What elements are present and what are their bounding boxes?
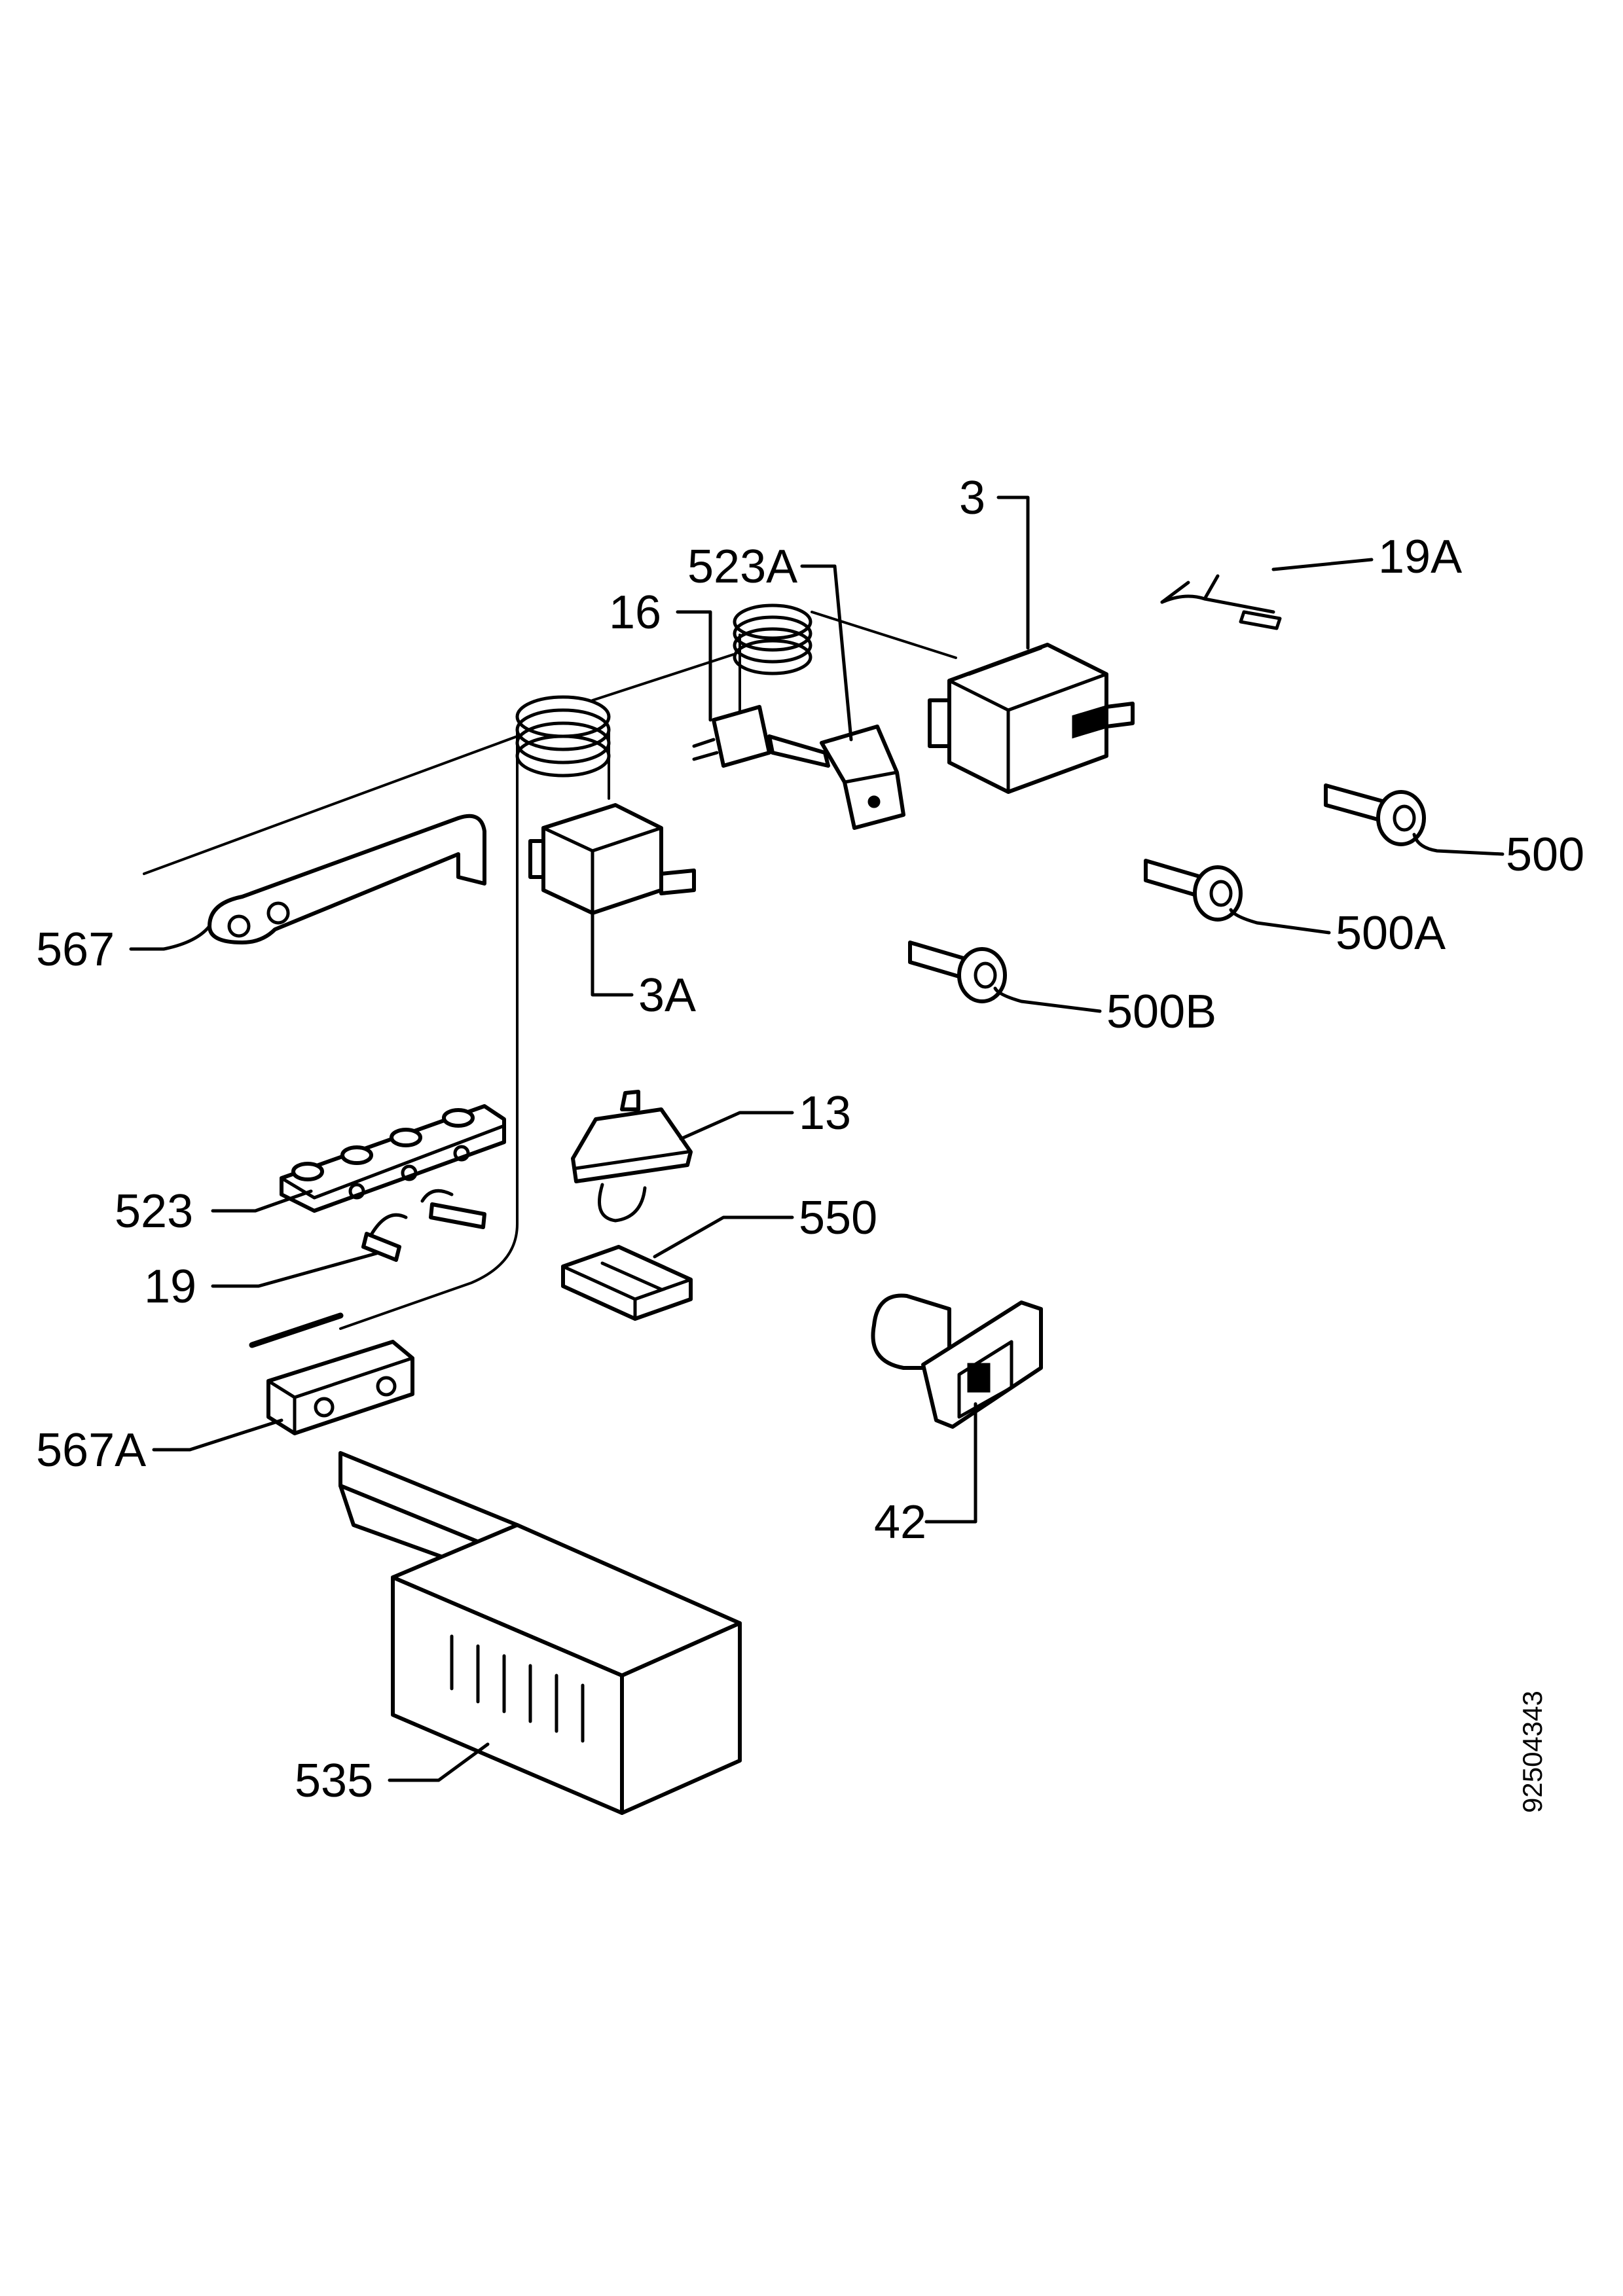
part-labels: 3 19A 523A 16 500 500A 500B 567 3A 13 55… [36, 472, 1584, 1813]
label-19: 19 [144, 1261, 196, 1313]
capillary-coil-3 [733, 603, 812, 675]
capillary-coil-3a [515, 695, 611, 778]
label-523a: 523A [687, 541, 797, 593]
label-567a: 567A [36, 1424, 146, 1477]
label-42: 42 [874, 1496, 926, 1549]
label-13: 13 [799, 1087, 851, 1139]
part-13-lamp-socket [571, 1090, 693, 1223]
part-3a-thermostat [528, 803, 696, 915]
label-500a: 500A [1336, 907, 1446, 960]
part-535-cover [338, 1451, 742, 1815]
label-523: 523 [115, 1185, 193, 1238]
part-523-terminal-strip [280, 1104, 506, 1213]
label-16: 16 [609, 586, 661, 639]
label-19a: 19A [1378, 531, 1462, 583]
part-500a-knob [1144, 859, 1243, 922]
part-523a-bracket [820, 725, 905, 830]
label-535: 535 [295, 1755, 373, 1807]
part-567a-strip [266, 1340, 414, 1435]
label-500b: 500B [1106, 986, 1216, 1038]
part-19a-bracket [1160, 574, 1282, 630]
part-567-lamp-bracket [208, 814, 486, 944]
part-19-connectors [361, 1189, 486, 1262]
part-42-lamp-holder [871, 1293, 1043, 1429]
part-500b-knob [908, 941, 1007, 1003]
document-number: 92504343 [1517, 1691, 1548, 1813]
part-500-knob [1324, 783, 1426, 846]
capillary-tubes [143, 611, 957, 1348]
label-3: 3 [959, 472, 985, 524]
label-500: 500 [1506, 829, 1584, 881]
part-550-clip [561, 1245, 693, 1321]
label-550: 550 [799, 1192, 877, 1244]
label-3a: 3A [638, 969, 696, 1022]
part-16-switch [692, 705, 830, 768]
leader-lines [129, 495, 1504, 1782]
label-567: 567 [36, 924, 115, 976]
part-3-thermostat [928, 643, 1135, 794]
